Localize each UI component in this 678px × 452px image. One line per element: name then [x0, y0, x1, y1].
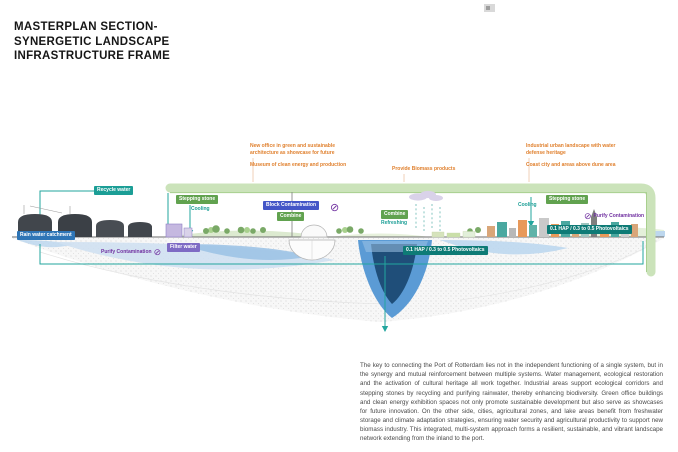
purify-text: Purify Contamination	[593, 212, 645, 219]
label-recycle-water: Recycle water	[94, 186, 134, 195]
block-contamination-tag: Block Contamination	[263, 201, 320, 210]
label-rain-water-catchment: Rain water catchment	[17, 231, 75, 240]
label-combine-right: Combine	[381, 210, 409, 219]
label-refreshing: Refreshing	[381, 220, 408, 227]
annotation-industrial: Industrial urban landscape with water de…	[526, 143, 616, 156]
stepping-stone-tag: Stepping stone	[546, 195, 589, 204]
label-photovoltaics-center: 0.1 HAP / 0.3 to 0.5 Photovoltaics	[403, 246, 488, 255]
purify-text: Purify Contamination	[101, 248, 152, 255]
label-photovoltaics-right: 0.1 HAP / 0.3 to 0.5 Photovoltaics	[547, 225, 632, 234]
no-contamination-icon: ⊘	[330, 203, 339, 214]
page-title: MASTERPLAN SECTION- SYNERGETIC LANDSCAPE…	[14, 20, 170, 64]
label-stepping-stone-left: Stepping stone	[176, 195, 219, 204]
annotation-biomass: Provide Biomass products	[392, 166, 456, 172]
label-purify-left: Purify Contamination ⊘	[101, 248, 161, 257]
photovoltaics-tag: 0.1 HAP / 0.3 to 0.5 Photovoltaics	[547, 225, 632, 234]
green-corridor-band	[165, 183, 656, 277]
combine-tag: Combine	[277, 212, 305, 221]
label-purify-right: ⊘ Purify Contamination	[584, 212, 644, 221]
cooling-text: Cooling	[518, 202, 537, 208]
cooling-text: Cooling	[191, 206, 210, 212]
label-cooling-right: Cooling	[518, 202, 537, 209]
recycle-water-tag: Recycle water	[94, 186, 134, 195]
stepping-stone-tag: Stepping stone	[176, 195, 219, 204]
groundwater-lenses	[18, 240, 568, 270]
label-cooling-left: Cooling	[191, 206, 210, 213]
annotation-leaders	[252, 158, 530, 182]
refreshing-text: Refreshing	[381, 220, 408, 226]
label-stepping-stone-right: Stepping stone	[546, 195, 589, 204]
page-title-line-3: INFRASTRUCTURE FRAME	[14, 50, 171, 63]
label-filter-water: Filter water	[167, 243, 200, 252]
circle-slash-icon: ⊘	[584, 211, 592, 221]
rain-water-catchment-tag: Rain water catchment	[17, 231, 75, 240]
corner-mark	[484, 4, 495, 12]
description-paragraph: The key to connecting the Port of Rotter…	[360, 362, 663, 443]
photovoltaics-tag: 0.1 HAP / 0.3 to 0.5 Photovoltaics	[403, 246, 488, 255]
filter-buildings-icon	[165, 223, 193, 238]
greenhouse-icon	[300, 224, 328, 238]
combine-tag: Combine	[381, 210, 409, 219]
page-title-line-2: SYNERGETIC LANDSCAPE	[14, 35, 170, 48]
reservoir-dome-icon	[288, 239, 336, 261]
annotation-coast: Coast city and areas above dune area	[526, 162, 616, 168]
filter-water-tag: Filter water	[167, 243, 200, 252]
farm-fields	[431, 231, 476, 238]
label-block-contamination: Block Contamination	[263, 201, 320, 210]
circle-slash-icon: ⊘	[153, 247, 162, 257]
rain-lines	[415, 204, 441, 232]
rain-cloud-icon	[409, 190, 443, 201]
circle-slash-icon: ⊘	[330, 202, 340, 214]
label-combine-left: Combine	[277, 212, 305, 221]
annotation-office: New office in green and sustainable arch…	[250, 143, 336, 156]
annotation-museum: Museum of clean energy and production	[250, 162, 347, 168]
page-title-line-1: MASTERPLAN SECTION-	[14, 21, 158, 33]
